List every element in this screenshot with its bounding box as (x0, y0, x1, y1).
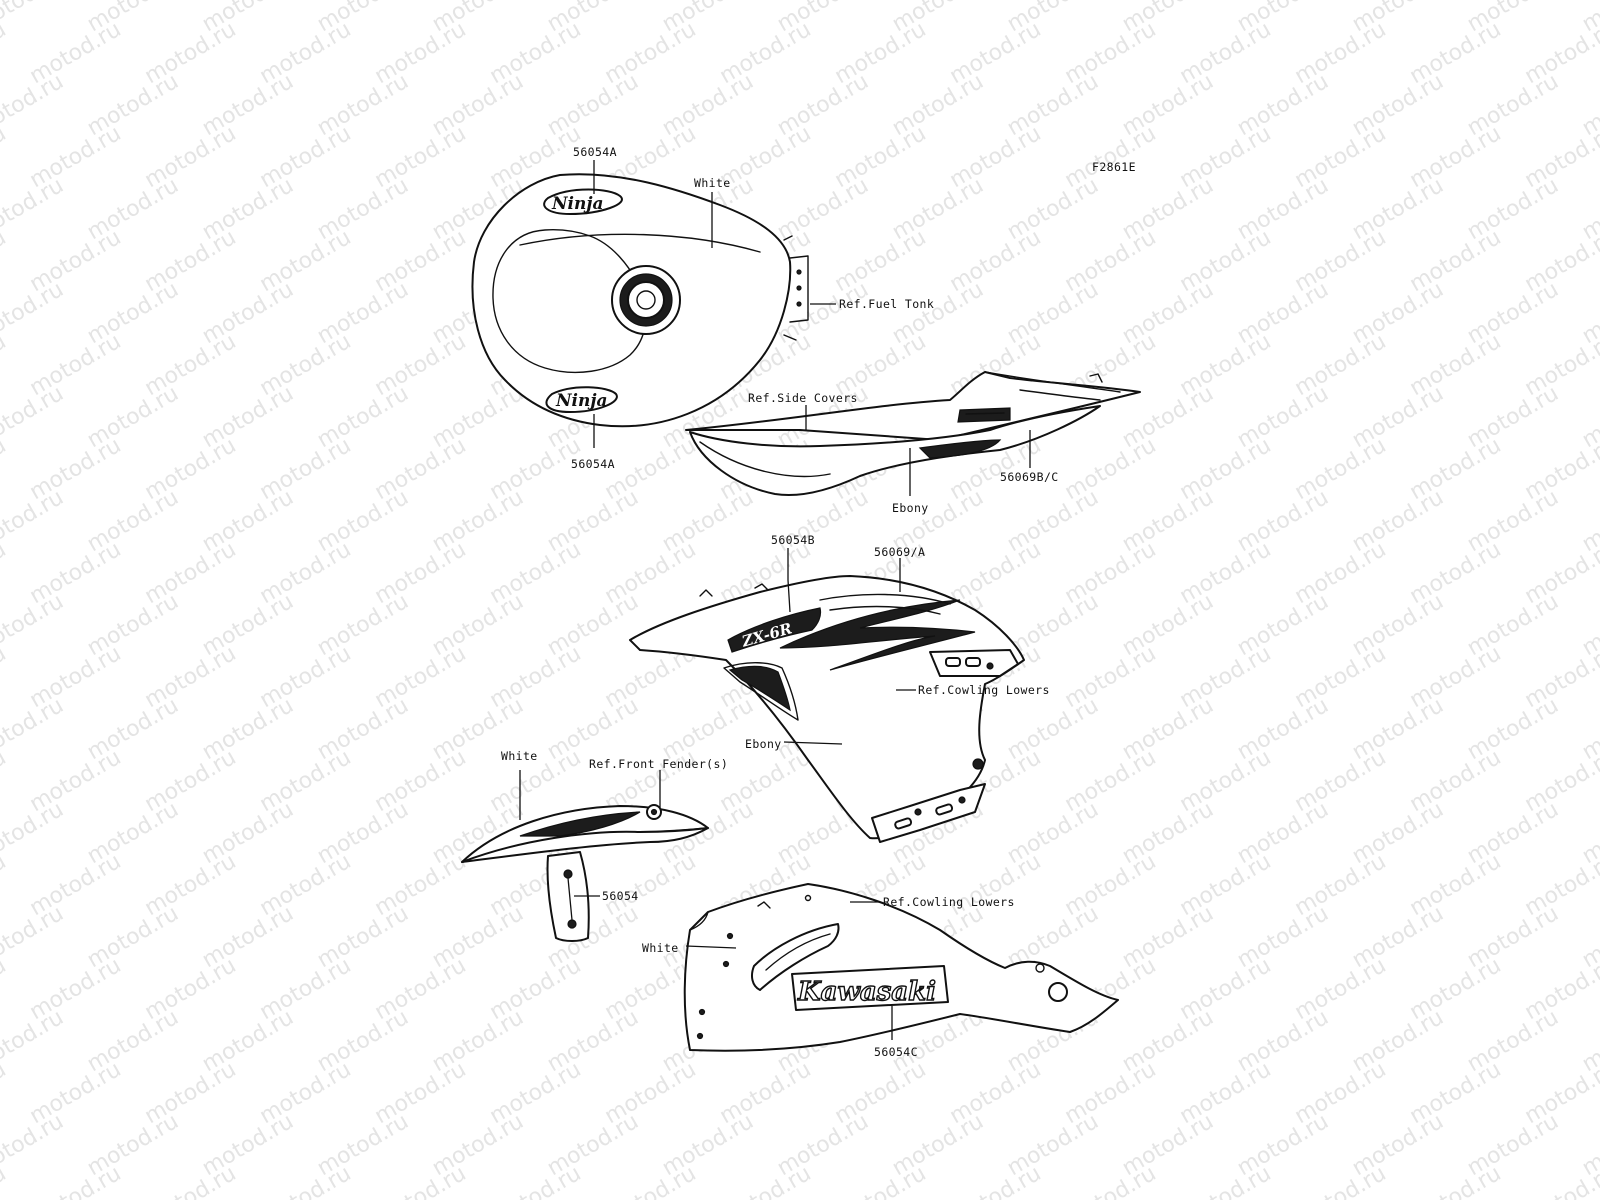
kawasaki-decal-text: Kawasaki (797, 977, 936, 1007)
watermark-text: motod.ru (0, 17, 10, 89)
label-fuel-tank-color: White (694, 176, 731, 190)
label-side-covers-color: Ebony (892, 501, 929, 515)
watermark-text: motod.ru (0, 537, 10, 609)
front-fender-illustration (461, 770, 709, 942)
watermark-text: motod.ru (486, 1161, 586, 1200)
ninja-decal-bottom: Ninja (545, 386, 618, 413)
ninja-decal-text-bottom: Ninja (555, 391, 608, 411)
cowling-lower-illustration: Kawasaki (683, 883, 1119, 1052)
label-cowling-upper-color: Ebony (745, 737, 782, 751)
cowling-upper-illustration: ZX-6R (629, 548, 1025, 843)
label-fuel-tank-decal-bottom: 56054A (571, 457, 615, 471)
watermark-text: motod.ru (831, 1161, 931, 1200)
watermark-text: motod.ru (0, 0, 68, 37)
watermark-text: motod.ru (0, 849, 10, 921)
figure-code: F2861E (1092, 160, 1136, 174)
fuel-tank-illustration: Ninja Ninja (471, 160, 836, 448)
label-side-covers-ref: Ref.Side Covers (748, 391, 858, 405)
label-side-covers-decal: 56069B/C (1000, 470, 1059, 484)
watermark-text: motod.ru (371, 1161, 471, 1200)
watermark-text: motod.ru (0, 121, 10, 193)
ninja-decal-top: Ninja (543, 188, 623, 215)
label-cowling-lower-decal: 56054C (874, 1045, 918, 1059)
watermark-text: motod.ru (0, 1057, 10, 1129)
watermark-text: motod.ru (1176, 1161, 1276, 1200)
watermark-text: motod.ru (0, 329, 10, 401)
watermark-text: motod.ru (0, 433, 10, 505)
label-front-fender-color: White (501, 749, 538, 763)
watermark-text: motod.ru (716, 1161, 816, 1200)
watermark-text: motod.ru (946, 1161, 1046, 1200)
watermark-text: motod.ru (1061, 1161, 1161, 1200)
label-cowling-upper-ref: Ref.Cowling Lowers (918, 683, 1050, 697)
watermark-text: motod.ru (0, 641, 10, 713)
watermark-text: motod.ru (26, 1161, 126, 1200)
label-cowling-lower-color: White (642, 941, 679, 955)
watermark-text: motod.ru (0, 745, 10, 817)
label-fuel-tank-ref: Ref.Fuel Tonk (839, 297, 934, 311)
watermark-text: motod.ru (601, 1161, 701, 1200)
label-cowling-upper-decal-right: 56069/A (874, 545, 925, 559)
label-fuel-tank-decal-top: 56054A (573, 145, 617, 159)
watermark-text: motod.ru (141, 1161, 241, 1200)
watermark-text: motod.ru (0, 225, 10, 297)
watermark-text: motod.ru (0, 953, 10, 1025)
label-front-fender-decal: 56054 (602, 889, 639, 903)
watermark-text: motod.ru (1406, 1161, 1506, 1200)
label-front-fender-ref: Ref.Front Fender(s) (589, 757, 728, 771)
watermark-text: motod.ru (256, 1161, 356, 1200)
ninja-decal-text-top: Ninja (551, 194, 604, 214)
side-covers-illustration (685, 371, 1141, 497)
watermark-text: motod.ru (1291, 1161, 1391, 1200)
label-cowling-upper-decal-left: 56054B (771, 533, 815, 547)
label-cowling-lower-ref: Ref.Cowling Lowers (883, 895, 1015, 909)
watermark-text: motod.ru (0, 1161, 10, 1200)
